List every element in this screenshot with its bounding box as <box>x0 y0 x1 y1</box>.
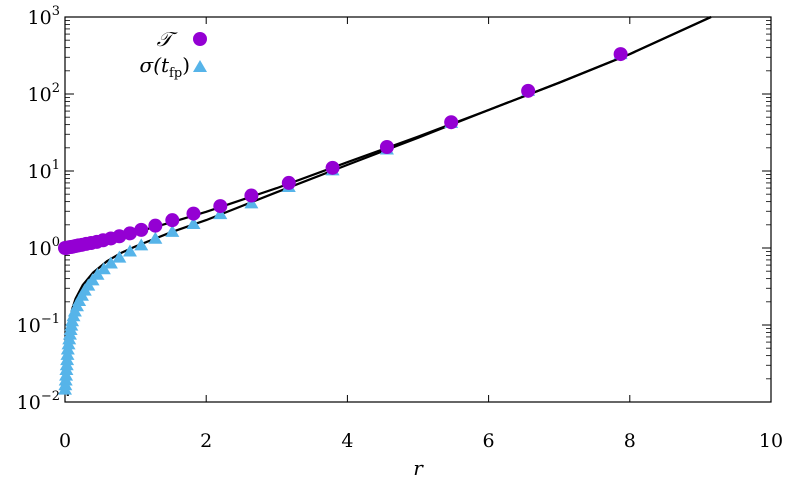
data-point-series-1 <box>186 206 201 221</box>
data-point-series-1 <box>213 199 228 214</box>
data-point-series-2 <box>213 207 228 220</box>
data-point-series-1 <box>325 160 340 175</box>
x-axis-ticks: 0 2 4 6 8 10 <box>59 17 783 452</box>
y-tick-label-exponent: 1 <box>52 158 60 173</box>
x-axis-label: r <box>413 456 424 480</box>
y-tick-label: 103 <box>28 4 60 29</box>
data-point-series-1 <box>148 218 163 233</box>
y-tick-label-base: 10 <box>28 238 52 260</box>
y-tick-label-exponent: 2 <box>52 81 60 96</box>
data-point-series-2 <box>112 250 127 263</box>
data-point-series-1 <box>379 139 394 154</box>
legend: 𝒯 σ(tfp) <box>140 27 207 81</box>
x-tick-label: 0 <box>59 430 71 452</box>
y-tick-label-exponent: 0 <box>52 235 60 250</box>
y-tick-label: 101 <box>28 158 60 183</box>
x-tick-label: 4 <box>341 430 353 452</box>
y-tick-label-base: 10 <box>28 84 52 106</box>
legend-label-series-2-text: σ(t <box>140 53 170 77</box>
data-points <box>58 47 628 395</box>
legend-marker-series-2 <box>193 60 207 72</box>
y-tick-label-base: 10 <box>28 161 52 183</box>
data-point-series-1 <box>444 115 459 130</box>
x-tick-label: 6 <box>483 430 495 452</box>
y-tick-label: 10−1 <box>17 312 60 337</box>
y-tick-label: 100 <box>28 235 60 260</box>
legend-label-series-1: 𝒯 <box>157 27 179 51</box>
legend-label-series-2: σ(tfp) <box>140 53 190 81</box>
y-tick-label-base: 10 <box>28 7 52 29</box>
y-tick-label-exponent: −1 <box>41 312 60 327</box>
data-point-series-1 <box>244 188 259 203</box>
y-tick-label-exponent: −2 <box>41 389 60 404</box>
x-tick-label: 2 <box>200 430 212 452</box>
y-tick-label: 102 <box>28 81 60 106</box>
data-point-series-2 <box>134 238 149 251</box>
y-tick-label-exponent: 3 <box>52 4 60 19</box>
x-tick-label: 10 <box>759 430 783 452</box>
data-point-series-2 <box>122 244 137 257</box>
plot-frame <box>64 16 772 403</box>
data-point-series-1 <box>134 222 149 237</box>
x-tick-label: 8 <box>624 430 636 452</box>
y-tick-label-base: 10 <box>17 392 41 414</box>
data-point-series-1 <box>112 229 127 244</box>
legend-marker-series-1 <box>193 32 207 46</box>
data-point-series-2 <box>186 216 201 229</box>
data-point-series-1 <box>165 213 180 228</box>
data-point-series-2 <box>103 256 118 269</box>
data-point-series-1 <box>521 83 536 98</box>
data-point-series-1 <box>122 226 137 241</box>
y-tick-label: 10−2 <box>17 389 60 414</box>
legend-label-series-2-close: ) <box>182 53 190 77</box>
legend-label-series-2-subscript: fp <box>169 66 182 81</box>
data-point-series-2 <box>165 224 180 237</box>
data-point-series-2 <box>148 231 163 244</box>
data-point-series-1 <box>613 47 628 62</box>
data-point-series-2 <box>96 262 111 275</box>
data-point-series-1 <box>281 175 296 190</box>
y-tick-label-base: 10 <box>17 315 41 337</box>
